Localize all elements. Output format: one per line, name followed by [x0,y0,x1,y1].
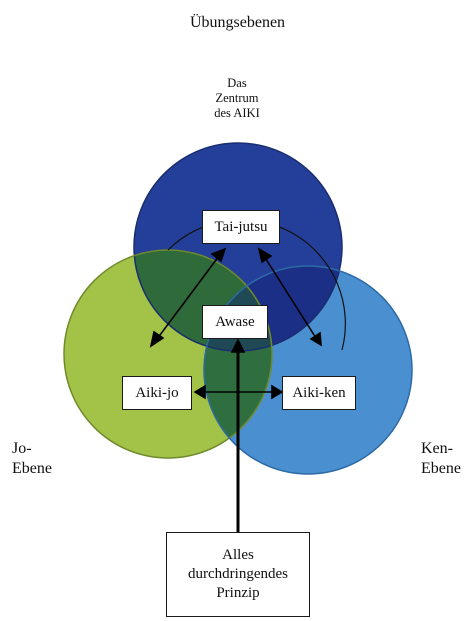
awase-box: Awase [202,305,268,339]
arrowhead-jo [149,330,165,348]
tai-jutsu-box: Tai-jutsu [202,210,280,244]
jo-ebene-label: Jo- Ebene [12,439,52,479]
prinzip-line-3: Prinzip [216,585,260,601]
ken-ebene-label: Ken- Ebene [421,439,475,479]
diagram-title: Übungsebenen [189,14,286,31]
top-circle-edge [167,219,346,351]
overlap-top-left [134,250,272,351]
prinzip-box: Alles durchdringendes Prinzip [166,532,310,617]
jo-ebene-line-1: Jo- [12,440,32,457]
arrowhead-tai-right [257,247,273,264]
aiki-jo-label: Aiki-jo [135,384,179,401]
tai-jutsu-label: Tai-jutsu [214,218,268,235]
center-label-line-3: des AIKI [214,106,260,120]
arrowhead-right [271,384,284,400]
ken-ebene-line-2: Ebene [421,460,461,477]
prinzip-line-1: Alles [222,547,254,563]
center-label: Das Zentrum des AIKI [187,76,287,121]
aiki-ken-label: Aiki-ken [292,384,346,401]
prinzip-line-2: durchdringendes [188,566,288,582]
right-circle-outline [203,265,413,475]
awase-label: Awase [215,313,255,330]
arrowhead-left [193,384,206,400]
arrowhead-tai [210,247,227,263]
arrowhead-awase [230,338,246,353]
ken-ebene-line-1: Ken- [421,440,453,457]
aiki-jo-box: Aiki-jo [122,376,192,410]
arrow-tai-jo [156,255,220,340]
center-label-line-2: Zentrum [215,91,259,105]
arrow-tai-ken [263,255,317,339]
aiki-ken-box: Aiki-ken [282,376,356,410]
center-label-line-1: Das [227,76,247,90]
arrowhead-ken [309,331,322,347]
jo-ebene-line-2: Ebene [12,460,52,477]
